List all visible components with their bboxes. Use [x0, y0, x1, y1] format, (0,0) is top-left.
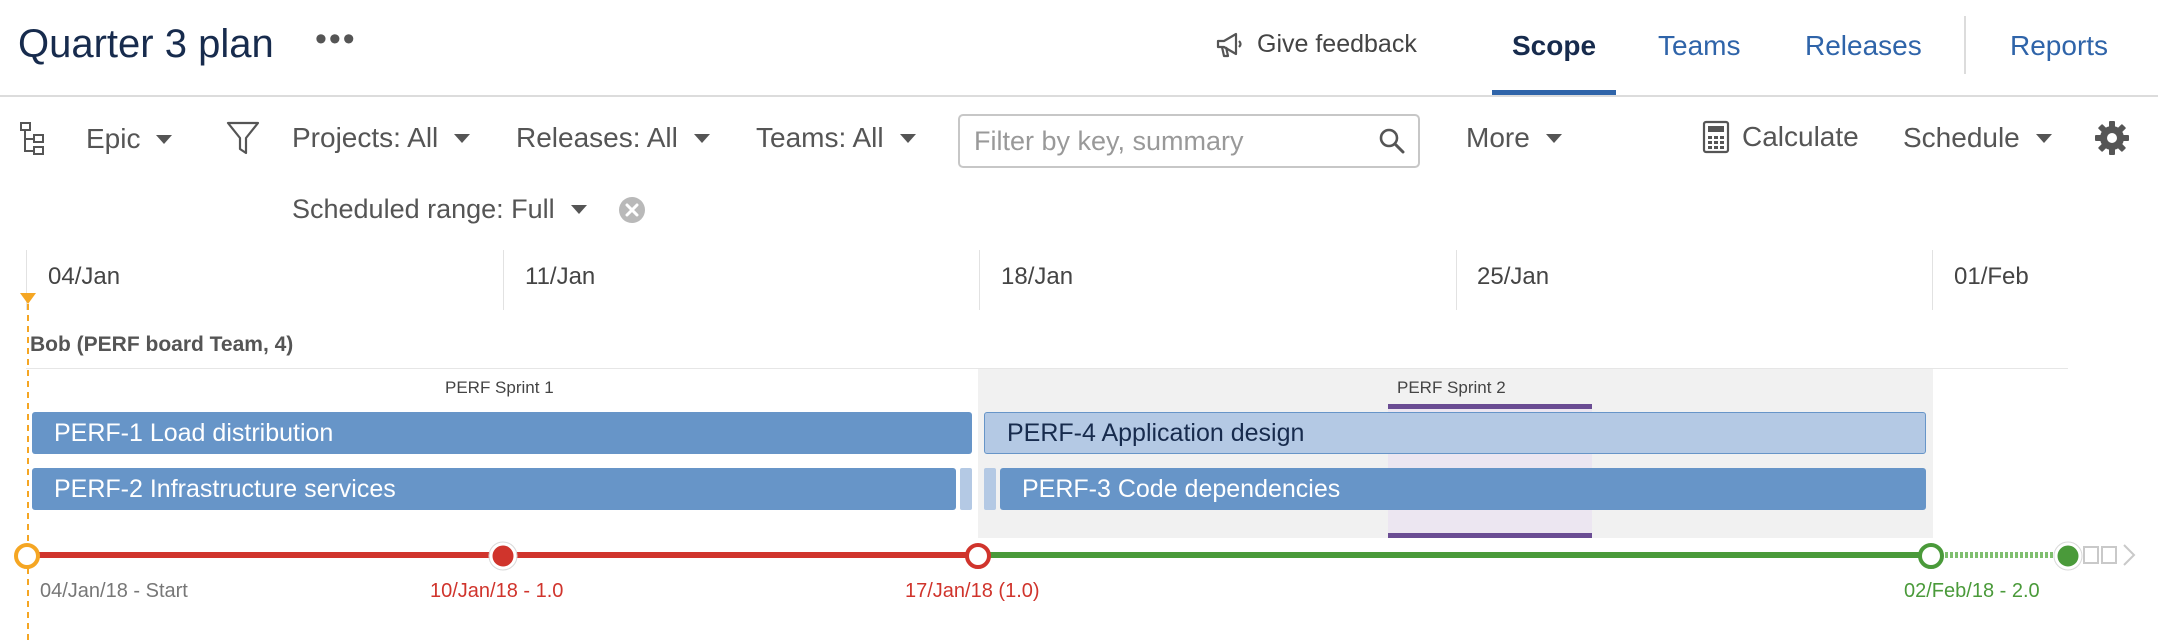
- team-group-label: Bob (PERF board Team, 4): [30, 333, 294, 356]
- release-label: 02/Feb/18 - 2.0: [1904, 580, 2040, 602]
- scheduled-range-filter[interactable]: Scheduled range: Full: [292, 194, 587, 225]
- timeline-tick: [503, 250, 504, 310]
- gear-icon: [2095, 121, 2129, 155]
- timeline-date: 01/Feb: [1954, 263, 2029, 290]
- nav-divider: [1964, 16, 1966, 74]
- projects-filter-label: Projects: All: [292, 122, 439, 153]
- active-tab-indicator: [1492, 90, 1616, 96]
- tab-releases[interactable]: Releases: [1805, 30, 1922, 61]
- release-marker[interactable]: [2052, 540, 2084, 572]
- sprint-highlight-top: [1388, 404, 1592, 409]
- timeline-tick: [1456, 250, 1457, 310]
- more-menu-label: More: [1466, 122, 1530, 153]
- header-divider: [0, 95, 2158, 97]
- chevron-down-icon: [2035, 133, 2052, 143]
- schedule-menu[interactable]: Schedule: [1903, 122, 2052, 154]
- release-label: 10/Jan/18 - 1.0: [430, 580, 564, 602]
- give-feedback-button[interactable]: Give feedback: [1215, 30, 1417, 59]
- release-marker[interactable]: [1915, 540, 1947, 572]
- tab-reports[interactable]: Reports: [2010, 30, 2109, 61]
- search-input[interactable]: [972, 124, 1378, 158]
- chevron-down-icon: [1545, 133, 1562, 143]
- hierarchy-selector[interactable]: Epic: [20, 122, 173, 156]
- sprint-row-divider: [26, 368, 2068, 369]
- timeline-tick: [979, 250, 980, 310]
- timeline-tick: [1932, 250, 1933, 310]
- search-box: [958, 114, 1420, 168]
- release-label: 17/Jan/18 (1.0): [905, 580, 1040, 602]
- issue-label: PERF-1 Load distribution: [54, 418, 334, 447]
- issue-label: PERF-2 Infrastructure services: [54, 474, 396, 503]
- sprint-highlight-bottom: [1388, 533, 1592, 538]
- hierarchy-icon: [20, 122, 44, 155]
- issue-bar[interactable]: PERF-1 Load distribution: [32, 412, 972, 454]
- more-menu[interactable]: More: [1466, 122, 1562, 154]
- issue-bar[interactable]: PERF-3 Code dependencies: [1000, 468, 1926, 510]
- release-marker[interactable]: [962, 540, 994, 572]
- release-label: 04/Jan/18 - Start: [40, 580, 188, 602]
- schedule-label: Schedule: [1903, 122, 2020, 153]
- clear-range-button[interactable]: [618, 196, 646, 229]
- sprint-label: PERF Sprint 1: [445, 378, 554, 397]
- projects-filter[interactable]: Projects: All: [292, 122, 471, 154]
- issue-bar-segment: [960, 468, 972, 510]
- timeline-date: 11/Jan: [525, 263, 596, 290]
- today-marker: [20, 293, 36, 642]
- sprint-label: PERF Sprint 2: [1397, 378, 1506, 397]
- timeline-tick: [26, 250, 27, 310]
- search-icon[interactable]: [1378, 127, 1406, 155]
- megaphone-icon: [1216, 32, 1242, 57]
- calculate-button[interactable]: Calculate: [1702, 120, 1859, 154]
- release-marker-start[interactable]: [12, 541, 42, 571]
- filter-icon: [226, 121, 260, 155]
- give-feedback-label: Give feedback: [1257, 30, 1417, 58]
- chevron-down-icon: [454, 133, 471, 143]
- issue-bar[interactable]: PERF-2 Infrastructure services: [32, 468, 956, 510]
- teams-filter-label: Teams: All: [756, 122, 884, 153]
- timeline-date: 04/Jan: [48, 263, 121, 290]
- tab-scope[interactable]: Scope: [1512, 30, 1597, 61]
- tab-teams[interactable]: Teams: [1658, 30, 1741, 61]
- issue-label: PERF-4 Application design: [1007, 418, 1305, 447]
- releases-filter[interactable]: Releases: All: [516, 122, 710, 154]
- issue-bar-segment: [984, 468, 996, 510]
- page-title: Quarter 3 plan: [18, 22, 274, 66]
- chevron-down-icon: [156, 134, 173, 144]
- chevron-down-icon: [899, 133, 916, 143]
- chevron-down-icon: [693, 133, 710, 143]
- close-icon: [619, 197, 645, 223]
- calculate-label: Calculate: [1742, 121, 1859, 152]
- teams-filter[interactable]: Teams: All: [756, 122, 916, 154]
- filter-toggle[interactable]: [226, 120, 260, 156]
- releases-filter-label: Releases: All: [516, 122, 678, 153]
- settings-button[interactable]: [2094, 120, 2130, 156]
- timeline-date: 25/Jan: [1477, 263, 1550, 290]
- timeline-date: 18/Jan: [1001, 263, 1074, 290]
- calculator-icon: [1702, 120, 1730, 154]
- scheduled-range-label: Scheduled range: Full: [292, 194, 555, 224]
- hierarchy-label: Epic: [86, 123, 141, 154]
- issue-label: PERF-3 Code dependencies: [1022, 474, 1341, 503]
- chevron-down-icon: [570, 205, 587, 214]
- more-actions-button[interactable]: •••: [315, 20, 357, 58]
- plan-header: Quarter 3 plan ••• Give feedback Scope T…: [0, 0, 2158, 96]
- release-marker[interactable]: [487, 540, 519, 572]
- release-timeline: [26, 544, 2136, 566]
- issue-bar[interactable]: PERF-4 Application design: [984, 412, 1926, 454]
